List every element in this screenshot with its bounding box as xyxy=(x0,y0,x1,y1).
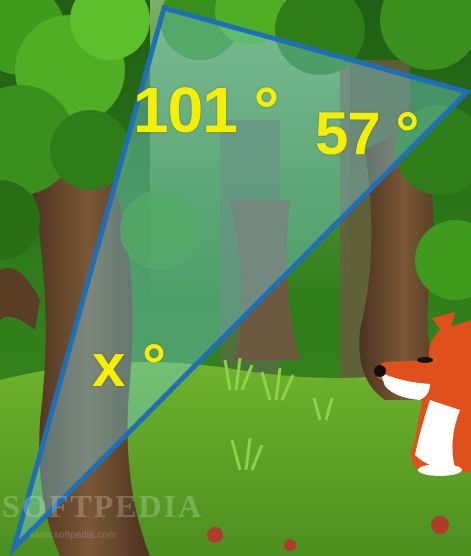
grass-tufts xyxy=(223,357,334,471)
foliage xyxy=(0,0,471,300)
angle-label-right: 57 ° xyxy=(315,100,419,167)
watermark-brand: SOFTPEDIA xyxy=(2,488,204,524)
angle-label-unknown: x ° xyxy=(92,332,167,399)
fox-icon xyxy=(374,312,471,476)
angle-label-top: 101 ° xyxy=(133,74,279,146)
triangle-shape xyxy=(9,4,471,556)
watermark-url: www.softpedia.com xyxy=(30,530,117,541)
